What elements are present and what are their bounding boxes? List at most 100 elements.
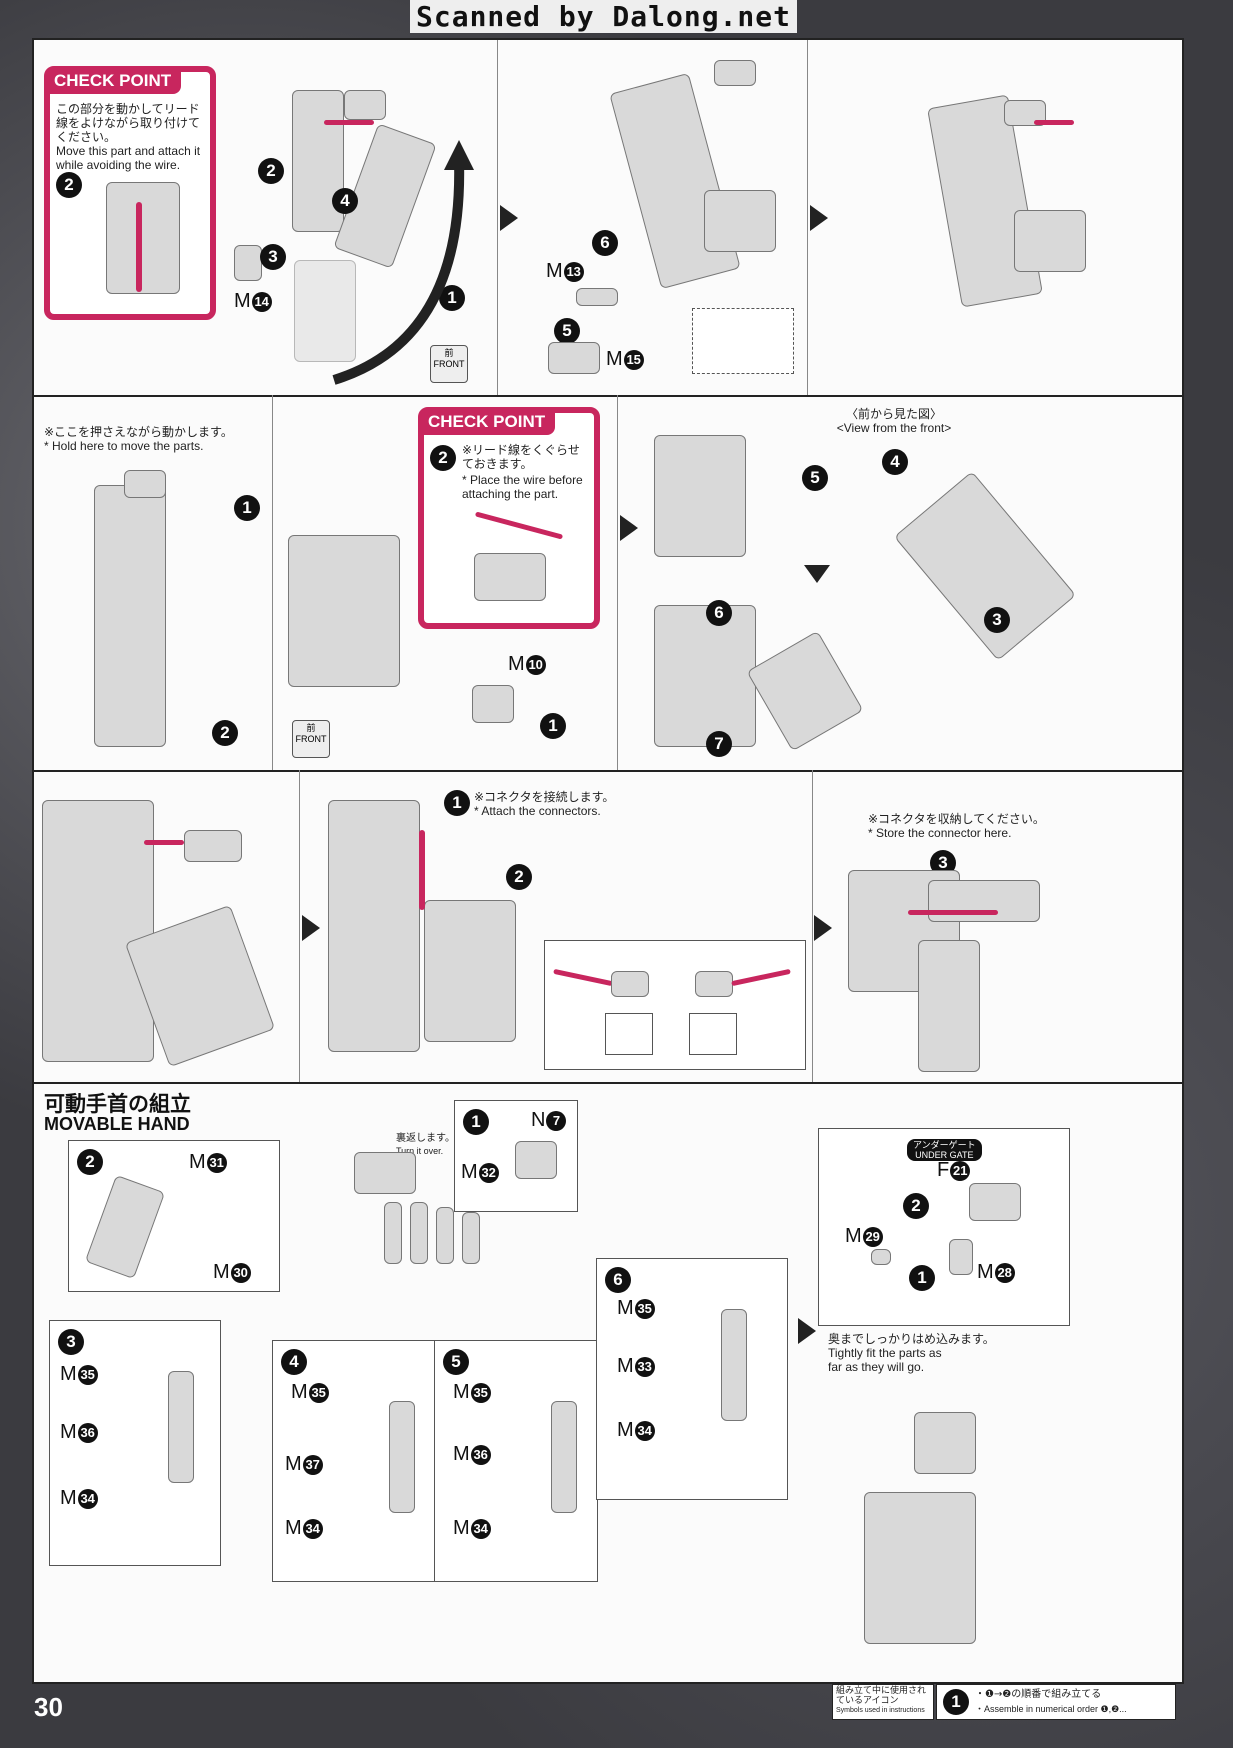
step-1: 1 — [909, 1265, 935, 1291]
view-front-en: <View from the front> — [836, 421, 952, 435]
legend-entry-box: 1 ・❶→❷の順番で組み立てる ・Assemble in numerical o… — [936, 1684, 1176, 1720]
store-note-jp: ※コネクタを収納してください。 — [868, 812, 1045, 826]
check-point-box: CHECK POINT 2 ※リード線をくぐらせておきます。 * Place t… — [418, 407, 600, 629]
palm-part-illustration — [515, 1141, 557, 1179]
step-3: 3 — [984, 607, 1010, 633]
thumb-part-illustration — [84, 1174, 166, 1280]
connector-face-a — [605, 1013, 653, 1055]
tight-fit-en: Tightly fit the parts as far as they wil… — [828, 1346, 942, 1374]
m14-part-illustration — [234, 245, 262, 281]
under-gate-en: UNDER GATE — [915, 1150, 974, 1160]
arm-assembly-illustration — [927, 94, 1043, 308]
step-badge: 2 — [430, 445, 456, 471]
arrow-right-icon — [810, 205, 828, 231]
front-jp: 前 — [306, 723, 316, 733]
row2-panel-b: CHECK POINT 2 ※リード線をくぐらせておきます。 * Place t… — [272, 395, 618, 770]
part-illustration — [474, 553, 546, 601]
row1-panel-c — [834, 40, 1182, 395]
connector-socket-illustration — [695, 971, 733, 997]
turn-over-en: Turn it over. — [396, 1146, 444, 1156]
wire-detail-illustration — [106, 182, 180, 294]
finger-assembled-illustration — [389, 1401, 415, 1513]
store-note-en: * Store the connector here. — [868, 826, 1012, 840]
palm-part-illustration — [354, 1152, 416, 1194]
attach-note-en: * Attach the connectors. — [474, 804, 601, 818]
m10-part-illustration — [472, 685, 514, 723]
scan-watermark: Scanned by Dalong.net — [410, 0, 798, 33]
legend-desc-en: ・Assemble in numerical order ❶,❷... — [975, 1704, 1127, 1714]
row-1: CHECK POINT この部分を動かしてリード線をよけながら取り付けてください… — [34, 40, 1182, 397]
step-4: 4 — [332, 188, 358, 214]
section-title-jp: 可動手首の組立 — [44, 1092, 191, 1116]
instruction-sheet: CHECK POINT この部分を動かしてリード線をよけながら取り付けてください… — [32, 38, 1184, 1684]
wire — [731, 968, 791, 987]
legend-desc-jp: ・❶→❷の順番で組み立てる — [975, 1689, 1102, 1700]
step-4: 4 — [281, 1349, 307, 1375]
check-point-en: Move this part and attach it while avoid… — [56, 144, 201, 172]
finger-assembled-illustration — [168, 1371, 194, 1483]
wire — [144, 840, 184, 845]
wire — [1034, 120, 1074, 125]
row-2: ※ここを押さえながら動かします。 * Hold here to move the… — [34, 395, 1182, 772]
torso-illustration — [654, 605, 756, 747]
connector-face-b — [689, 1013, 737, 1055]
arrow-down-icon — [804, 565, 830, 583]
arm-illustration — [746, 630, 864, 752]
step-1: 1 — [234, 495, 260, 521]
step-1: 1 — [444, 790, 470, 816]
step-7: 7 — [706, 731, 732, 757]
check-point-jp: この部分を動かしてリード線をよけながら取り付けてください。 — [56, 102, 201, 144]
hand-back-illustration — [969, 1183, 1021, 1221]
torso-illustration — [42, 800, 154, 1062]
arm-illustration — [918, 940, 980, 1072]
wrist-part-illustration — [949, 1239, 973, 1275]
curved-arrow-icon — [332, 140, 474, 385]
m15-part-illustration — [548, 342, 600, 374]
connector-illustration — [124, 470, 166, 498]
front-en: FRONT — [433, 359, 465, 369]
step-2: 2 — [506, 864, 532, 890]
turn-over-jp: 裏返します。 — [396, 1133, 455, 1144]
row2-panel-a: ※ここを押さえながら動かします。 * Hold here to move the… — [34, 395, 273, 770]
finger-part-illustration — [462, 1212, 480, 1264]
tight-fit-jp: 奥までしっかりはめ込みます。 — [828, 1332, 995, 1346]
wire — [419, 830, 425, 910]
detail-inset — [692, 308, 794, 374]
arrow-right-icon — [302, 915, 320, 941]
step-6: 6 — [605, 1267, 631, 1293]
page-number: 30 — [34, 1692, 63, 1722]
under-gate-jp: アンダーゲート — [913, 1140, 976, 1150]
step-6: 6 — [592, 230, 618, 256]
check-point-box: CHECK POINT この部分を動かしてリード線をよけながら取り付けてください… — [44, 66, 216, 320]
hand-assembled-illustration — [864, 1492, 976, 1644]
connector-illustration — [184, 830, 242, 862]
step-2: 2 — [258, 158, 284, 184]
wire — [908, 910, 998, 915]
row3-panel-b: 1 ※コネクタを接続します。 * Attach the connectors. … — [324, 770, 813, 1082]
check-point-title: CHECK POINT — [420, 409, 556, 435]
wrist-joint-illustration — [871, 1249, 891, 1265]
step-5: 5 — [443, 1349, 469, 1375]
forearm-illustration — [704, 190, 776, 252]
front-badge: 前 FRONT — [292, 720, 330, 758]
row1-panel-a: CHECK POINT この部分を動かしてリード線をよけながら取り付けてください… — [34, 40, 498, 395]
connector-illustration — [714, 60, 756, 86]
